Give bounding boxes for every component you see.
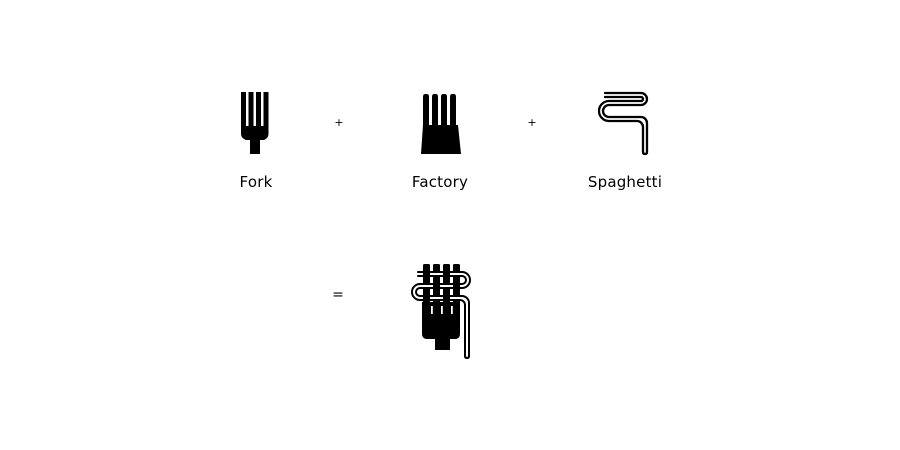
spaghetti-label: Spaghetti — [587, 173, 663, 191]
factory-icon — [421, 94, 461, 154]
factory-label: Factory — [411, 173, 469, 191]
spaghetti-icon — [598, 91, 649, 156]
plus-operator: + — [334, 116, 344, 129]
equals-operator: = — [332, 287, 344, 303]
fork-factory-spaghetti-logo-icon — [411, 264, 471, 359]
fork-icon — [241, 92, 269, 154]
fork-label: Fork — [239, 173, 273, 191]
plus-operator: + — [527, 116, 537, 129]
